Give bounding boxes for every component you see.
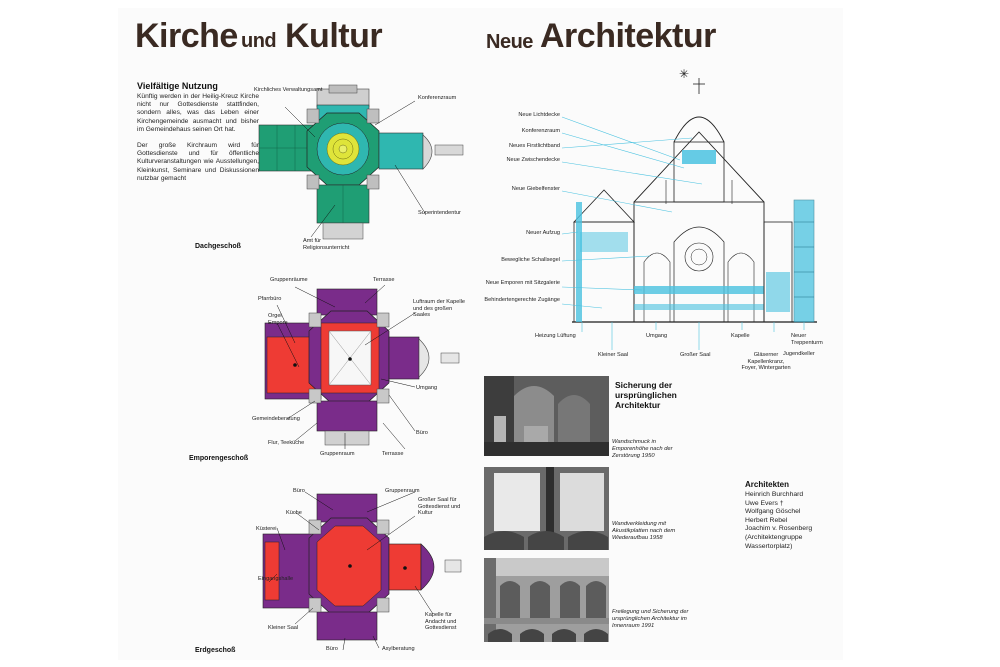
caption-wandverkleidung: Wandverkleidung mit Akustikplatten nach …	[612, 521, 676, 541]
section-label-kapelle: Kapelle	[731, 333, 750, 339]
label-eingangshalle: Eingangshalle	[258, 576, 294, 582]
plan-emporengeschoss	[264, 284, 460, 450]
label-umgang-empore: Umgang	[416, 385, 438, 391]
label-gruppenraeume: Gruppenräume	[270, 277, 308, 283]
label-verwaltungsamt: Kirchliches Verwaltungsamt	[254, 87, 323, 93]
label-asylberatung: Asylberatung	[382, 646, 415, 652]
title-neue: Neue	[486, 31, 533, 53]
label-kuesterei: Küsterei	[256, 526, 277, 532]
architekt-name: (Architektengruppe	[745, 533, 803, 541]
label-kapelle-erd: Kapelle für Andacht und Gottesdienst	[425, 612, 457, 632]
section-label-firstlichtband: Neues Firstlichtband	[509, 143, 560, 149]
title-kultur: Kultur	[285, 17, 383, 55]
label-luftraum: Luftraum der Kapelle und des großen Saal…	[413, 299, 465, 319]
section-label-umgang: Umgang	[646, 333, 668, 339]
architekten-list: Heinrich Burchhard Uwe Evers † Wolfgang …	[745, 491, 812, 551]
photo-wandverkleidung	[484, 467, 609, 550]
plan-dachgeschoss	[258, 84, 464, 240]
floor-label-erdgeschoss: Erdgeschoß	[195, 647, 236, 654]
label-terrasse-bottom: Terrasse	[382, 451, 404, 457]
intro-heading: Vielfältige Nutzung	[137, 81, 218, 91]
section-label-jugendkeller: Jugendkeller	[783, 351, 815, 357]
label-flur-teekueche: Flur, Teeküche	[268, 440, 305, 446]
section-label-zugaenge: Behindertengerechte Zugänge	[484, 297, 560, 303]
section-label-konferenzraum: Konferenzraum	[521, 128, 560, 134]
intro-paragraph-1: Künftig werden in der Heilig-Kreuz Kirch…	[137, 93, 259, 133]
cross-star-icon: ✳	[679, 67, 690, 81]
label-buero-empore: Büro	[416, 430, 428, 436]
architekt-name: Heinrich Burchhard	[745, 491, 804, 498]
label-pfarrbuero: Pfarrbüro	[258, 296, 282, 302]
label-terrasse-top: Terrasse	[373, 277, 395, 283]
section-label-grosser-saal: Großer Saal	[680, 352, 711, 358]
label-amt-religionsunterricht: Amt für Religionsunterricht	[303, 238, 350, 251]
architekt-name: Wolfgang Göschel	[745, 508, 801, 516]
label-gruppenraum-erd: Gruppenraum	[385, 488, 420, 494]
caption-freilegung: Freilegung und Sicherung der ursprünglic…	[612, 609, 689, 629]
architekt-name: Herbert Rebel	[745, 516, 788, 524]
label-buero-erd-bottom: Büro	[326, 646, 338, 652]
floor-label-emporengeschoss: Emporengeschoß	[189, 455, 249, 462]
label-orgel-empore: Orgel Empore	[268, 313, 288, 326]
section-label-emporen: Neue Emporen mit Sitzgalerie	[485, 280, 560, 286]
section-label-kleiner-saal: Kleiner Saal	[598, 352, 629, 358]
section-label-glaeserner: Gläserner Kapellenkranz, Foyer, Winterga…	[741, 352, 791, 372]
title-und: und	[241, 30, 277, 52]
architekt-name: Uwe Evers †	[745, 499, 784, 507]
label-buero-erd-top: Büro	[293, 488, 305, 494]
plan-erdgeschoss	[262, 491, 462, 651]
section-label-lichtdecke: Neue Lichtdecke	[518, 112, 560, 118]
architekt-name: Joachim v. Rosenberg	[745, 525, 813, 533]
caption-wandschmuck: Wandschmuck in Emporenhöhe nach der Zers…	[612, 439, 673, 459]
intro-paragraph-2: Der große Kirchraum wird für Gottesdiens…	[137, 142, 259, 182]
label-superintendentur: Superintendentur	[418, 210, 461, 216]
architekt-name: Wassertorplatz)	[745, 542, 793, 550]
architekten-heading: Architekten	[745, 480, 790, 489]
section-label-giebelfenster: Neue Giebelfenster	[511, 186, 560, 192]
floor-label-dachgeschoss: Dachgeschoß	[195, 243, 241, 250]
label-gemeindeberatung: Gemeindeberatung	[252, 416, 300, 422]
poster-board	[118, 8, 843, 660]
church-section-drawing	[561, 78, 817, 350]
photo-freilegung	[484, 558, 609, 642]
title-kirche: Kirche	[135, 17, 238, 55]
label-grosser-saal-erd: Großer Saal für Gottesdienst und Kultur	[418, 497, 461, 517]
section-label-zwischendecke: Neue Zwischendecke	[506, 157, 560, 163]
label-kueche: Küche	[286, 510, 302, 516]
section-label-aufzug: Neuer Aufzug	[526, 230, 560, 236]
photo-wandschmuck	[484, 376, 609, 456]
title-architektur: Architektur	[540, 17, 716, 55]
label-gruppenraum-empore: Gruppenraum	[320, 451, 355, 457]
label-konferenzraum-dach: Konferenzraum	[418, 95, 457, 101]
section-label-schallsegel: Bewegliche Schallsegel	[501, 257, 560, 263]
sicherung-heading: Sicherung der ursprünglichen Architektur	[615, 380, 677, 410]
section-label-treppenturm: Neuer Treppenturm	[791, 333, 823, 346]
section-label-heizung: Heizung Lüftung	[535, 333, 576, 339]
label-kleiner-saal-erd: Kleiner Saal	[268, 625, 299, 631]
